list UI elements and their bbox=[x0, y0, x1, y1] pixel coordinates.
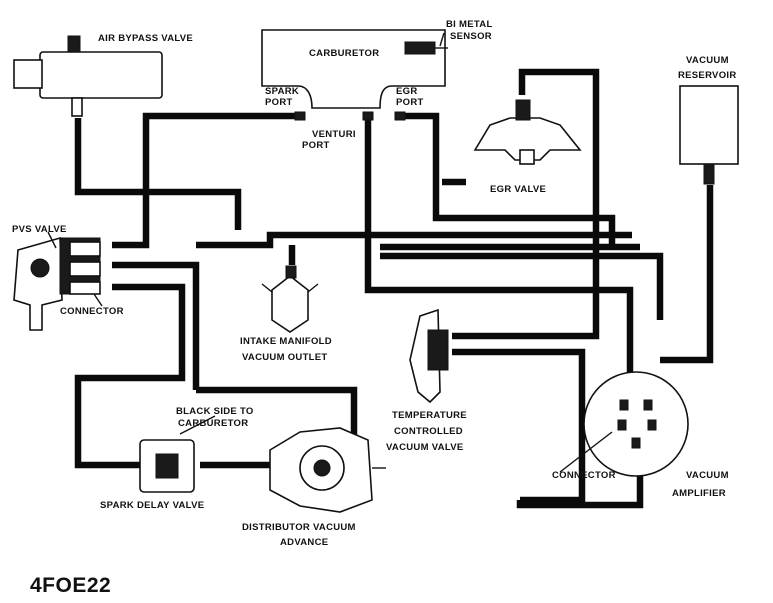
hose-egr-valve bbox=[452, 68, 600, 340]
label-egr-valve: EGR VALVE bbox=[490, 184, 546, 195]
hose-manifold-top bbox=[196, 231, 632, 249]
hose-air-bypass-to-pvs bbox=[74, 118, 242, 230]
temperature-controlled-vacuum-valve bbox=[409, 308, 449, 404]
label-egr-port-2: PORT bbox=[396, 97, 424, 108]
label-distributor-2: ADVANCE bbox=[280, 537, 328, 548]
label-connector-left: CONNECTOR bbox=[60, 306, 124, 317]
label-pvs-valve: PVS VALVE bbox=[12, 224, 67, 235]
label-intake-manifold-2: VACUUM OUTLET bbox=[242, 352, 328, 363]
label-temp-valve-1: TEMPERATURE bbox=[392, 410, 467, 421]
label-air-bypass-valve: AIR BYPASS VALVE bbox=[98, 33, 193, 44]
label-vacuum-amplifier-2: AMPLIFIER bbox=[672, 488, 726, 499]
hose-temp-valve bbox=[452, 348, 586, 504]
label-bimetal-sensor-2: SENSOR bbox=[450, 31, 492, 42]
label-spark-delay-valve: SPARK DELAY VALVE bbox=[100, 500, 204, 511]
vacuum-amplifier bbox=[583, 371, 689, 477]
hose-venturi bbox=[364, 116, 634, 390]
label-intake-manifold-1: INTAKE MANIFOLD bbox=[240, 336, 332, 347]
label-venturi-port-1: VENTURI bbox=[312, 129, 356, 140]
hose-egr-port bbox=[400, 112, 616, 247]
distributor-vacuum-advance bbox=[269, 427, 386, 513]
hose-manifold-ring bbox=[196, 386, 358, 420]
hose-reservoir bbox=[660, 185, 714, 364]
label-connector-right: CONNECTOR bbox=[552, 470, 616, 481]
hose-spark-port-to-pvs bbox=[112, 112, 300, 249]
label-black-side-2: CARBURETOR bbox=[178, 418, 248, 429]
label-temp-valve-3: VACUUM VALVE bbox=[386, 442, 464, 453]
label-egr-port-1: EGR bbox=[396, 86, 418, 97]
air-bypass-valve bbox=[13, 35, 163, 117]
figure-id: 4FOE22 bbox=[30, 574, 111, 597]
carburetor bbox=[261, 29, 448, 121]
intake-manifold-vacuum-outlet bbox=[261, 265, 319, 333]
hose-pvs-to-spark-delay bbox=[74, 283, 186, 469]
egr-valve bbox=[473, 99, 582, 165]
vacuum-hoses bbox=[74, 68, 714, 509]
leader-lines bbox=[47, 32, 613, 473]
label-spark-port-1: SPARK bbox=[265, 86, 299, 97]
spark-delay-valve bbox=[139, 415, 216, 493]
hose-parallel-2 bbox=[380, 252, 664, 320]
pvs-valve bbox=[13, 236, 101, 331]
label-bimetal-sensor-1: BI METAL bbox=[446, 19, 493, 30]
label-venturi-port-2: PORT bbox=[302, 140, 330, 151]
label-carburetor: CARBURETOR bbox=[309, 48, 379, 59]
label-vacuum-amplifier-1: VACUUM bbox=[686, 470, 729, 481]
diagram-labels: AIR BYPASS VALVE CARBURETOR BI METAL SEN… bbox=[12, 19, 737, 597]
vacuum-reservoir bbox=[679, 85, 739, 185]
hose-pvs-to-manifold bbox=[112, 261, 200, 390]
label-distributor-1: DISTRIBUTOR VACUUM bbox=[242, 522, 356, 533]
label-temp-valve-2: CONTROLLED bbox=[394, 426, 463, 437]
label-spark-port-2: PORT bbox=[265, 97, 293, 108]
label-black-side-1: BLACK SIDE TO bbox=[176, 406, 254, 417]
label-vacuum-reservoir-2: RESERVOIR bbox=[678, 70, 737, 81]
label-vacuum-reservoir-1: VACUUM bbox=[686, 55, 729, 66]
